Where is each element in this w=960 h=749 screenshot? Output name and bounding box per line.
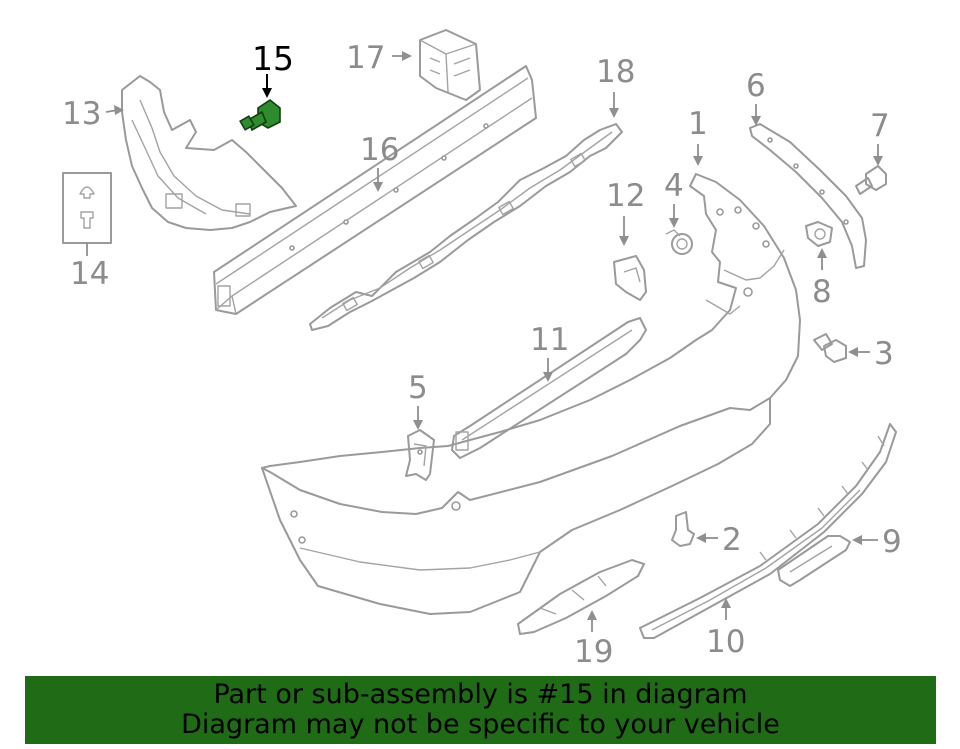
svg-text:16: 16 xyxy=(360,132,399,168)
callout-15: 15 xyxy=(252,39,294,98)
part-16-beam xyxy=(213,65,537,315)
part-11-trim xyxy=(451,317,647,459)
part-13-bracket xyxy=(121,75,297,231)
svg-text:7: 7 xyxy=(870,108,890,144)
callout-8: 8 xyxy=(812,248,832,310)
callout-1: 1 xyxy=(688,106,708,166)
svg-text:19: 19 xyxy=(574,634,613,670)
part-18-absorber xyxy=(309,123,623,331)
callout-3: 3 xyxy=(848,336,894,372)
svg-text:14: 14 xyxy=(70,256,109,292)
svg-text:18: 18 xyxy=(596,54,635,90)
part-6-strip xyxy=(749,123,867,269)
part-5-bracket xyxy=(405,429,435,481)
callout-16: 16 xyxy=(360,132,399,192)
callout-10: 10 xyxy=(706,598,745,660)
banner-line-1: Part or sub-assembly is #15 in diagram xyxy=(213,679,748,710)
part-9-strip xyxy=(777,535,851,587)
part-12-bracket xyxy=(613,255,647,301)
part-15-bolt xyxy=(239,99,281,132)
svg-text:12: 12 xyxy=(606,178,645,214)
banner-line-2: Diagram may not be specific to your vehi… xyxy=(181,709,780,740)
svg-text:5: 5 xyxy=(408,370,428,406)
callout-5: 5 xyxy=(408,370,428,430)
part-7-bolt xyxy=(855,165,887,195)
svg-text:6: 6 xyxy=(746,68,766,104)
svg-text:11: 11 xyxy=(530,322,569,358)
svg-text:15: 15 xyxy=(252,39,294,78)
svg-text:4: 4 xyxy=(664,168,684,204)
part-3-bolt xyxy=(813,333,847,363)
part-10-diffuser xyxy=(639,423,897,639)
part-17-module xyxy=(419,29,481,101)
callout-4: 4 xyxy=(664,168,684,228)
svg-text:3: 3 xyxy=(874,336,894,372)
callout-12: 12 xyxy=(606,178,645,246)
callout-13: 13 xyxy=(62,96,124,132)
part-8-grommet xyxy=(805,221,833,247)
callout-14: 14 xyxy=(70,243,109,292)
svg-text:9: 9 xyxy=(882,524,902,560)
part-4-grommet xyxy=(665,229,693,255)
callout-19: 19 xyxy=(574,610,613,670)
callout-2: 2 xyxy=(696,522,742,558)
callout-9: 9 xyxy=(852,524,902,560)
part-2-clip xyxy=(671,511,695,547)
svg-text:1: 1 xyxy=(688,106,708,142)
svg-text:17: 17 xyxy=(346,40,385,76)
svg-text:13: 13 xyxy=(62,96,101,132)
part-19-reflector xyxy=(517,559,645,635)
callout-6: 6 xyxy=(746,68,766,126)
part-1-bumper-cover xyxy=(261,173,801,615)
info-banner: Part or sub-assembly is #15 in diagram D… xyxy=(25,676,936,744)
part-14-clips xyxy=(62,172,112,244)
svg-text:8: 8 xyxy=(812,274,832,310)
svg-text:10: 10 xyxy=(706,624,745,660)
svg-text:2: 2 xyxy=(722,522,742,558)
callout-11: 11 xyxy=(530,322,569,382)
callout-7: 7 xyxy=(870,108,890,166)
callout-18: 18 xyxy=(596,54,635,118)
callout-17: 17 xyxy=(346,40,412,76)
